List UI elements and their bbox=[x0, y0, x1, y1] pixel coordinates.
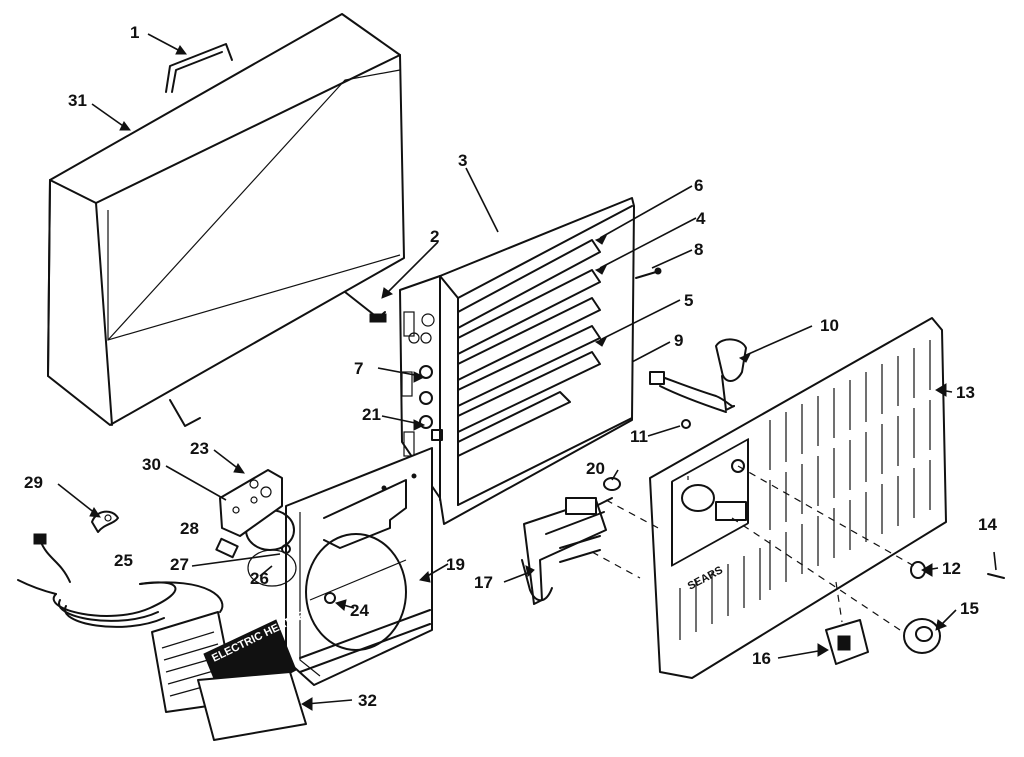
callout-15: 15 bbox=[960, 599, 979, 618]
heating-coils bbox=[457, 239, 601, 457]
callout-30: 30 bbox=[142, 455, 161, 474]
grille-screw bbox=[987, 573, 1005, 579]
alignment-lines bbox=[591, 465, 915, 631]
front-grille: SEARS bbox=[649, 317, 947, 679]
callout-26: 26 bbox=[250, 569, 269, 588]
callout-2: 2 bbox=[430, 227, 439, 246]
power-cord bbox=[17, 533, 224, 628]
limit-switch bbox=[419, 415, 443, 441]
rocker-switch bbox=[825, 619, 869, 665]
back-panel bbox=[285, 447, 433, 686]
callout-32: 32 bbox=[358, 691, 377, 710]
leader-lines bbox=[57, 33, 997, 705]
callout-1: 1 bbox=[130, 23, 139, 42]
callout-17: 17 bbox=[474, 573, 493, 592]
callout-9: 9 bbox=[674, 331, 683, 350]
switch-knob bbox=[603, 477, 621, 491]
callout-23: 23 bbox=[190, 439, 209, 458]
bushing bbox=[215, 537, 239, 559]
cabinet-housing bbox=[47, 13, 405, 427]
callout-4: 4 bbox=[696, 209, 706, 228]
callout-19: 19 bbox=[446, 555, 465, 574]
callout-25: 25 bbox=[114, 551, 133, 570]
callout-6: 6 bbox=[694, 176, 703, 195]
callout-12: 12 bbox=[942, 559, 961, 578]
callout-labels: 1 2 3 4 5 6 7 8 9 10 11 12 13 14 15 16 1… bbox=[24, 23, 997, 710]
callout-31: 31 bbox=[68, 91, 87, 110]
callout-21: 21 bbox=[362, 405, 381, 424]
owners-manual: ELECTRIC HEATER bbox=[151, 609, 307, 741]
grille-slots bbox=[671, 340, 931, 640]
callout-16: 16 bbox=[752, 649, 771, 668]
heating-element-frame bbox=[399, 197, 635, 525]
mounting-screw bbox=[635, 267, 662, 279]
callout-14: 14 bbox=[978, 515, 997, 534]
control-knob bbox=[903, 618, 941, 654]
callout-29: 29 bbox=[24, 473, 43, 492]
callout-11: 11 bbox=[630, 427, 648, 446]
callout-13: 13 bbox=[956, 383, 975, 402]
arrowheads bbox=[89, 45, 948, 711]
callout-7: 7 bbox=[354, 359, 363, 378]
screw bbox=[681, 419, 691, 429]
carry-handle bbox=[165, 43, 233, 93]
thermostat bbox=[649, 338, 747, 413]
control-bracket bbox=[521, 497, 613, 605]
fan-blade-shaft bbox=[281, 544, 291, 554]
callout-20: 20 bbox=[586, 459, 605, 478]
callout-5: 5 bbox=[684, 291, 693, 310]
callout-28: 28 bbox=[180, 519, 199, 538]
thermal-fuse bbox=[419, 365, 433, 405]
callout-27: 27 bbox=[170, 555, 189, 574]
callout-10: 10 bbox=[820, 316, 839, 335]
callout-8: 8 bbox=[694, 240, 703, 259]
cord-clamp bbox=[91, 510, 119, 533]
motor-bracket bbox=[219, 469, 283, 537]
callout-24: 24 bbox=[350, 601, 369, 620]
callout-3: 3 bbox=[458, 151, 467, 170]
